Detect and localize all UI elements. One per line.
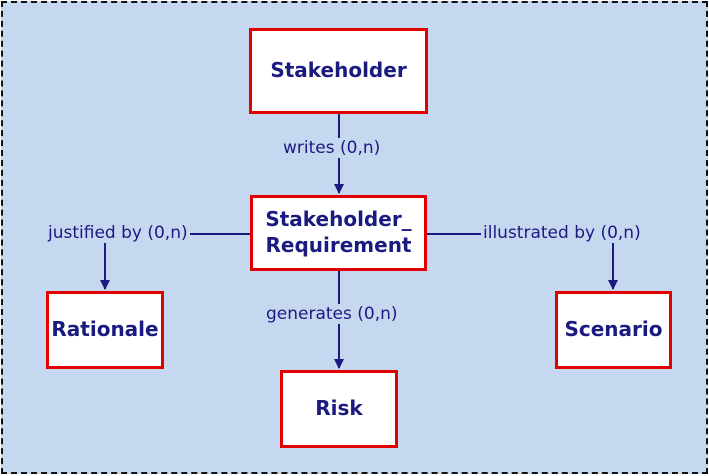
node-stakeholder[interactable]: Stakeholder [249,28,428,114]
node-stakeholder-label: Stakeholder [270,58,407,83]
edge-label-illustrated-by: illustrated by (0,n) [481,223,643,243]
node-stakeholder-requirement[interactable]: Stakeholder_Requirement [250,195,427,271]
edge-label-justified-by: justified by (0,n) [46,223,190,243]
node-rationale-label: Rationale [51,317,159,342]
node-risk-label: Risk [315,396,363,421]
node-risk[interactable]: Risk [280,370,398,448]
node-stakeholder-requirement-label: Stakeholder_Requirement [265,207,412,257]
node-rationale[interactable]: Rationale [46,291,164,369]
node-scenario-label: Scenario [564,317,663,342]
edge-label-writes: writes (0,n) [281,138,383,158]
edge-label-generates: generates (0,n) [264,304,400,324]
node-scenario[interactable]: Scenario [555,291,672,369]
